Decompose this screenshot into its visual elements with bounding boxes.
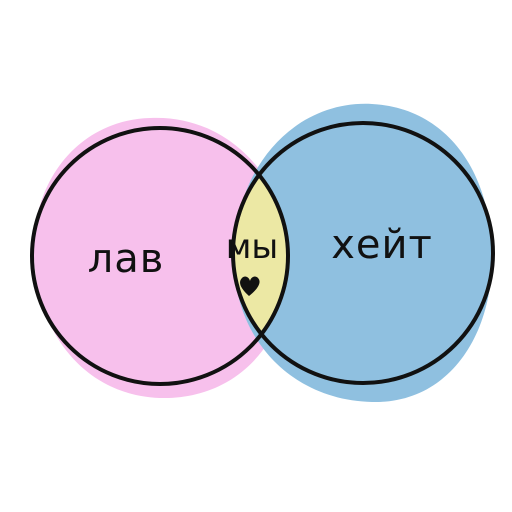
right-circle-outline <box>231 121 495 385</box>
left-circle-fill <box>33 117 291 399</box>
left-circle-outline <box>30 126 290 386</box>
intersection-label: мы <box>226 227 279 267</box>
heart-icon <box>240 276 260 296</box>
left-set-label: лав <box>88 236 165 282</box>
right-circle-fill <box>233 103 493 403</box>
right-set-label: хейт <box>331 222 433 268</box>
